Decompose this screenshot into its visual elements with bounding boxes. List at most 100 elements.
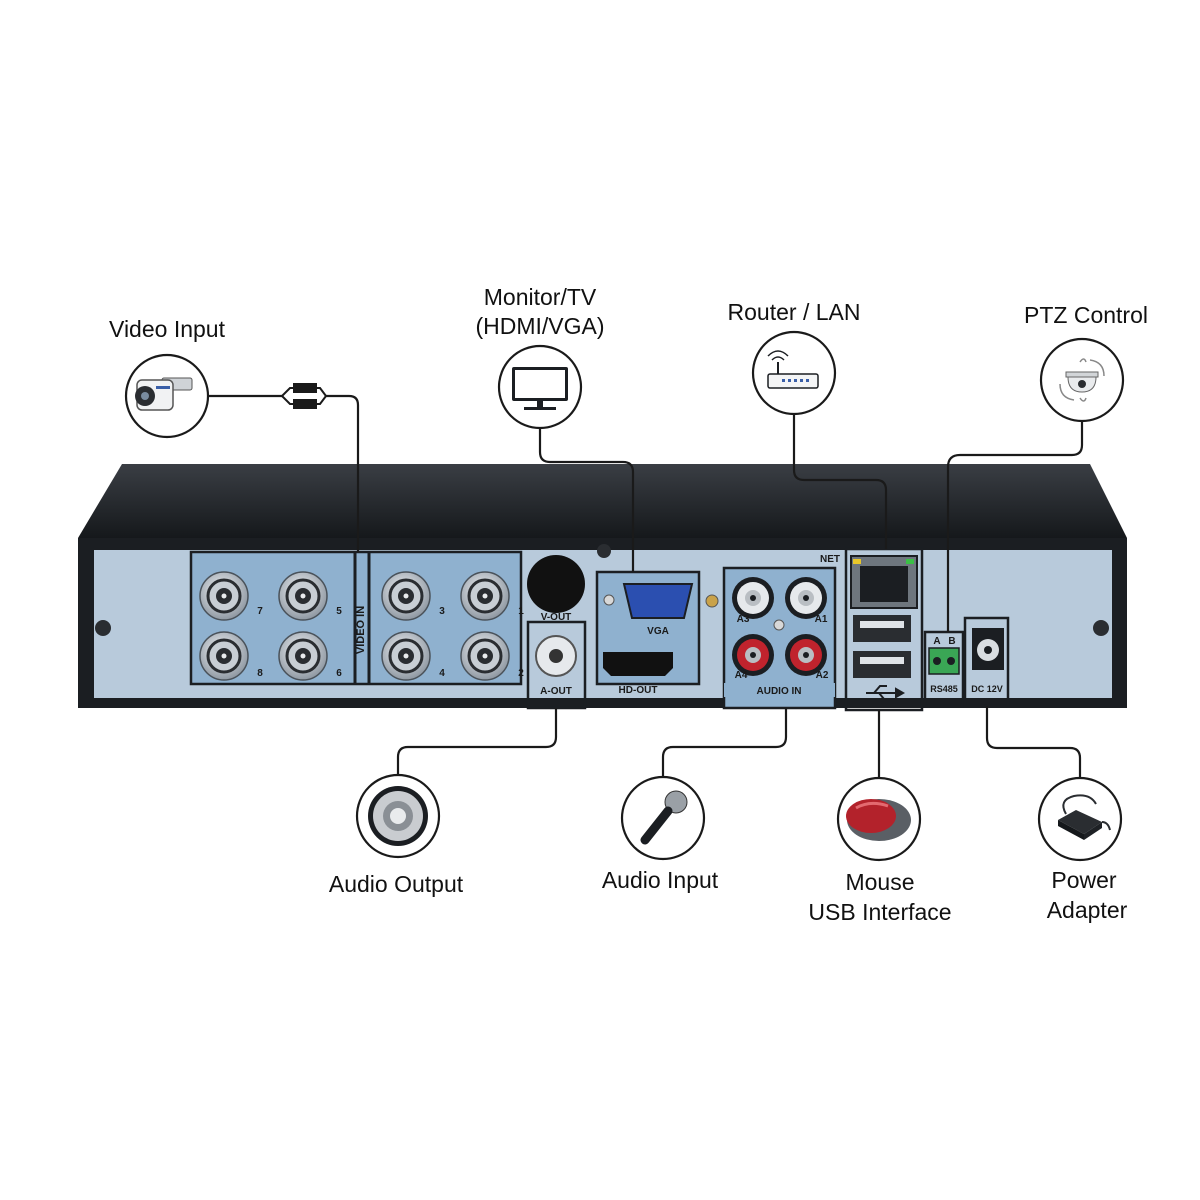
net-usb-block	[844, 547, 924, 712]
vga-port	[622, 583, 694, 619]
power-label-line-1: Power	[1051, 867, 1117, 893]
mouse-label-line-1: Mouse	[845, 869, 914, 895]
power-adapter-icon	[1058, 794, 1111, 840]
usb-symbol-icon	[866, 685, 906, 700]
rs485-label: RS485	[930, 684, 958, 694]
rca-port: A1	[785, 577, 828, 625]
callout-ptz	[1039, 337, 1125, 423]
chassis-top	[78, 464, 1127, 538]
audio-port-label: A3	[737, 614, 750, 625]
screw-right	[1093, 620, 1109, 636]
bnc-number-label: 7	[257, 606, 263, 617]
a-out-label: A-OUT	[540, 686, 572, 697]
bnc-port: 1	[460, 571, 524, 621]
bnc-port: 6	[278, 631, 342, 681]
screw-left	[95, 620, 111, 636]
rs485-pin-a-label: A	[933, 636, 940, 647]
rca-port: A2	[785, 634, 829, 681]
ptz-label: PTZ Control	[1024, 302, 1148, 328]
vga-label: VGA	[647, 626, 669, 637]
usb-port-1	[853, 615, 911, 642]
callout-video-input	[124, 353, 210, 439]
rj45-led-left	[853, 559, 861, 564]
bullet-camera-icon	[135, 377, 193, 411]
a-out-port	[549, 649, 563, 663]
router-icon	[767, 350, 819, 389]
screw-top	[597, 544, 611, 558]
audio-port-label: A2	[816, 670, 829, 681]
callout-mouse	[836, 776, 922, 862]
rj45-opening	[860, 566, 908, 602]
audio-port-label: A1	[815, 614, 828, 625]
wire-monitor	[538, 428, 635, 572]
rj45-led-right	[906, 559, 914, 564]
bnc-number-label: 2	[518, 668, 524, 679]
monitor-icon	[512, 367, 568, 410]
rs485-block	[923, 630, 965, 708]
bnc-number-label: 3	[439, 606, 445, 617]
wire-power	[985, 706, 1082, 778]
vga-screw-left	[603, 594, 615, 606]
bnc-port: 8	[199, 631, 263, 681]
mouse-icon	[846, 799, 911, 841]
usb-port-2	[853, 651, 911, 678]
callout-router	[751, 330, 837, 416]
rs485-pin-b-label: B	[948, 636, 955, 647]
callout-monitor	[497, 344, 583, 430]
audio-center-screw	[773, 619, 785, 631]
router-circle	[751, 330, 837, 416]
wire-audio-input	[661, 708, 788, 777]
mouse-label-line-2: USB Interface	[808, 899, 951, 925]
rca-port: A3	[732, 577, 774, 625]
hd-out-label: HD-OUT	[619, 685, 658, 696]
bnc-port: 3	[381, 571, 445, 621]
wire-audio-output	[396, 708, 558, 775]
rs485-terminal-screw-b	[947, 657, 955, 665]
power-label-line-2: Adapter	[1047, 897, 1128, 923]
wire-video-input-2	[326, 394, 360, 552]
bnc-number-label: 1	[518, 606, 524, 617]
hdmi-port	[603, 652, 673, 676]
ground-screw	[705, 594, 719, 608]
audio-output-label: Audio Output	[329, 871, 464, 897]
audio-input-label: Audio Input	[602, 867, 719, 893]
bnc-port: 4	[381, 631, 445, 681]
bnc-splitter-cable-icon	[281, 383, 327, 409]
dc-label: DC 12V	[971, 684, 1003, 694]
audio-in-label-bar	[724, 683, 835, 697]
bnc-ports: 7 5 3 1 8 6 4 2	[199, 571, 524, 681]
v-out-label: V-OUT	[541, 612, 572, 623]
router-label: Router / LAN	[728, 299, 861, 325]
ptz-dome-camera-icon	[1059, 358, 1105, 402]
net-label: NET	[820, 554, 840, 565]
bnc-number-label: 6	[336, 668, 342, 679]
bnc-port: 2	[460, 631, 524, 681]
bnc-number-label: 4	[439, 668, 445, 679]
speaker-icon	[368, 786, 428, 846]
audio-in-label: AUDIO IN	[757, 686, 802, 697]
connection-wires	[208, 383, 1084, 778]
bnc-number-label: 5	[336, 606, 342, 617]
rca-port: A4	[732, 634, 774, 681]
callout-power	[1037, 776, 1123, 862]
monitor-label-line-1: Monitor/TV	[484, 284, 597, 310]
usb-port-2-tongue	[860, 657, 904, 664]
audio-port-label: A4	[735, 670, 748, 681]
wire-router	[792, 413, 888, 549]
callout-audio-output	[355, 773, 441, 859]
bnc-port: 5	[278, 571, 342, 621]
usb-port-1-tongue	[860, 621, 904, 628]
callout-labels: Video Input Monitor/TV (HDMI/VGA) Router…	[109, 284, 1148, 925]
monitor-label-line-2: (HDMI/VGA)	[475, 313, 604, 339]
wire-ptz	[946, 421, 1084, 632]
bnc-number-label: 8	[257, 668, 263, 679]
microphone-icon	[640, 790, 688, 845]
rs485-terminal-screw-a	[933, 657, 941, 665]
v-out-port	[527, 555, 585, 613]
callout-audio-input	[620, 775, 706, 861]
bnc-port: 7	[199, 571, 263, 621]
